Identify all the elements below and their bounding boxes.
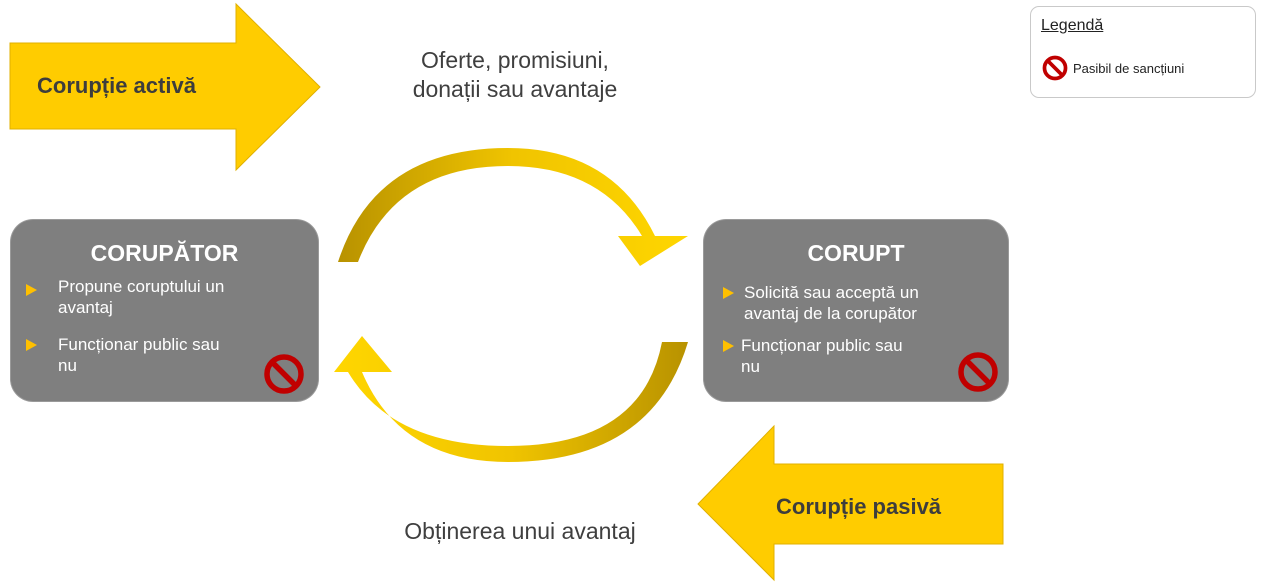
passive-corruption-label: Corupție pasivă [776,494,942,519]
corrupt-item-line: Solicită sau acceptă un [744,283,919,302]
corruptor-item: Propune coruptului un avantaj [26,276,288,318]
corruptor-title: CORUPĂTOR [90,240,239,266]
corrupt-item: Funcționar public sau nu [723,335,951,377]
corruptor-item: Funcționar public sau nu [26,334,268,376]
legend: Legendă Pasibil de sancțiuni [1030,6,1256,98]
active-corruption-arrow [9,2,321,172]
top-flow-line-1: Oferte, promisiuni, [421,47,609,73]
top-cycle-arrow [338,148,688,266]
corrupt-title: CORUPT [807,240,905,266]
bullet-icon [723,340,734,352]
corruptor-item-line: Funcționar public sau [58,335,220,354]
bottom-flow-label: Obținerea unui avantaj [404,518,636,544]
corruptor-item-line: nu [58,356,77,375]
corruptor-item-line: Propune coruptului un [58,277,225,296]
bottom-cycle-arrow [334,336,688,462]
bullet-icon [26,284,37,296]
corrupt-item-line: avantaj de la corupător [744,304,917,323]
top-flow-label: Oferte, promisiuni, donații sau avantaje [380,46,650,104]
corrupt-box: CORUPT Solicită sau acceptă un avantaj d… [704,220,1008,401]
corrupt-item-line: nu [741,357,760,376]
legend-title: Legendă [1041,17,1104,34]
bullet-icon [26,339,37,351]
corruptor-box: CORUPĂTOR Propune coruptului un avantaj … [11,220,318,401]
corrupt-item: Solicită sau acceptă un avantaj de la co… [723,282,984,324]
legend-item-label: Pasibil de sancțiuni [1073,61,1185,76]
corruptor-item-line: avantaj [58,298,113,317]
prohibited-icon [958,352,998,392]
bullet-icon [723,287,734,299]
active-corruption-label: Corupție activă [37,73,196,98]
corrupt-item-line: Funcționar public sau [741,336,903,355]
passive-corruption-arrow [697,424,1004,582]
top-flow-line-2: donații sau avantaje [412,76,618,102]
prohibited-icon [1042,55,1068,81]
prohibited-icon [264,354,304,394]
